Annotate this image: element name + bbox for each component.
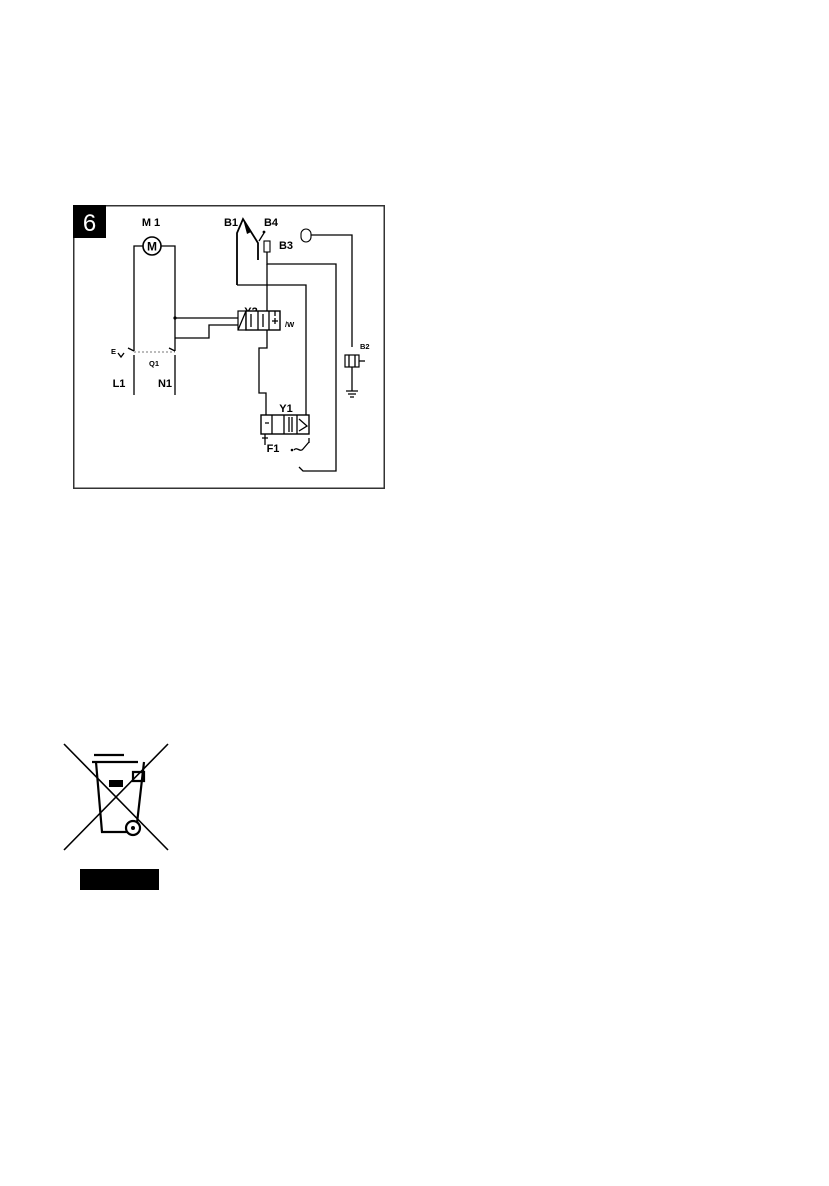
ionisation-probe-dot <box>263 231 266 234</box>
thermostat-contact <box>291 449 294 452</box>
label-b3: B3 <box>279 240 293 252</box>
label-y1: Y1 <box>279 403 292 415</box>
motor-symbol: M <box>147 240 157 254</box>
label-n1: N1 <box>158 378 172 390</box>
diagram-frame <box>74 206 385 489</box>
wiring-diagram: 6 M 1 M E Q1 L1 N1 B1 B4 B3 Y2 <box>73 205 385 489</box>
label-q1: Q1 <box>149 359 159 368</box>
weee-bar <box>80 869 159 890</box>
probe-b3 <box>264 241 270 252</box>
label-b4: B4 <box>264 217 279 229</box>
label-b2: B2 <box>360 342 370 351</box>
label-f1: F1 <box>267 443 280 455</box>
valve-y2 <box>238 311 280 330</box>
label-l1: L1 <box>113 378 126 390</box>
label-w: /W <box>285 320 295 329</box>
weee-crossed-bin-icon <box>58 740 173 895</box>
sensor-b4 <box>301 229 311 242</box>
label-m1: M 1 <box>142 217 160 229</box>
motor-junction <box>173 316 176 319</box>
figure-number: 6 <box>83 210 96 237</box>
label-e: E <box>111 347 116 356</box>
label-b1: B1 <box>224 217 238 229</box>
